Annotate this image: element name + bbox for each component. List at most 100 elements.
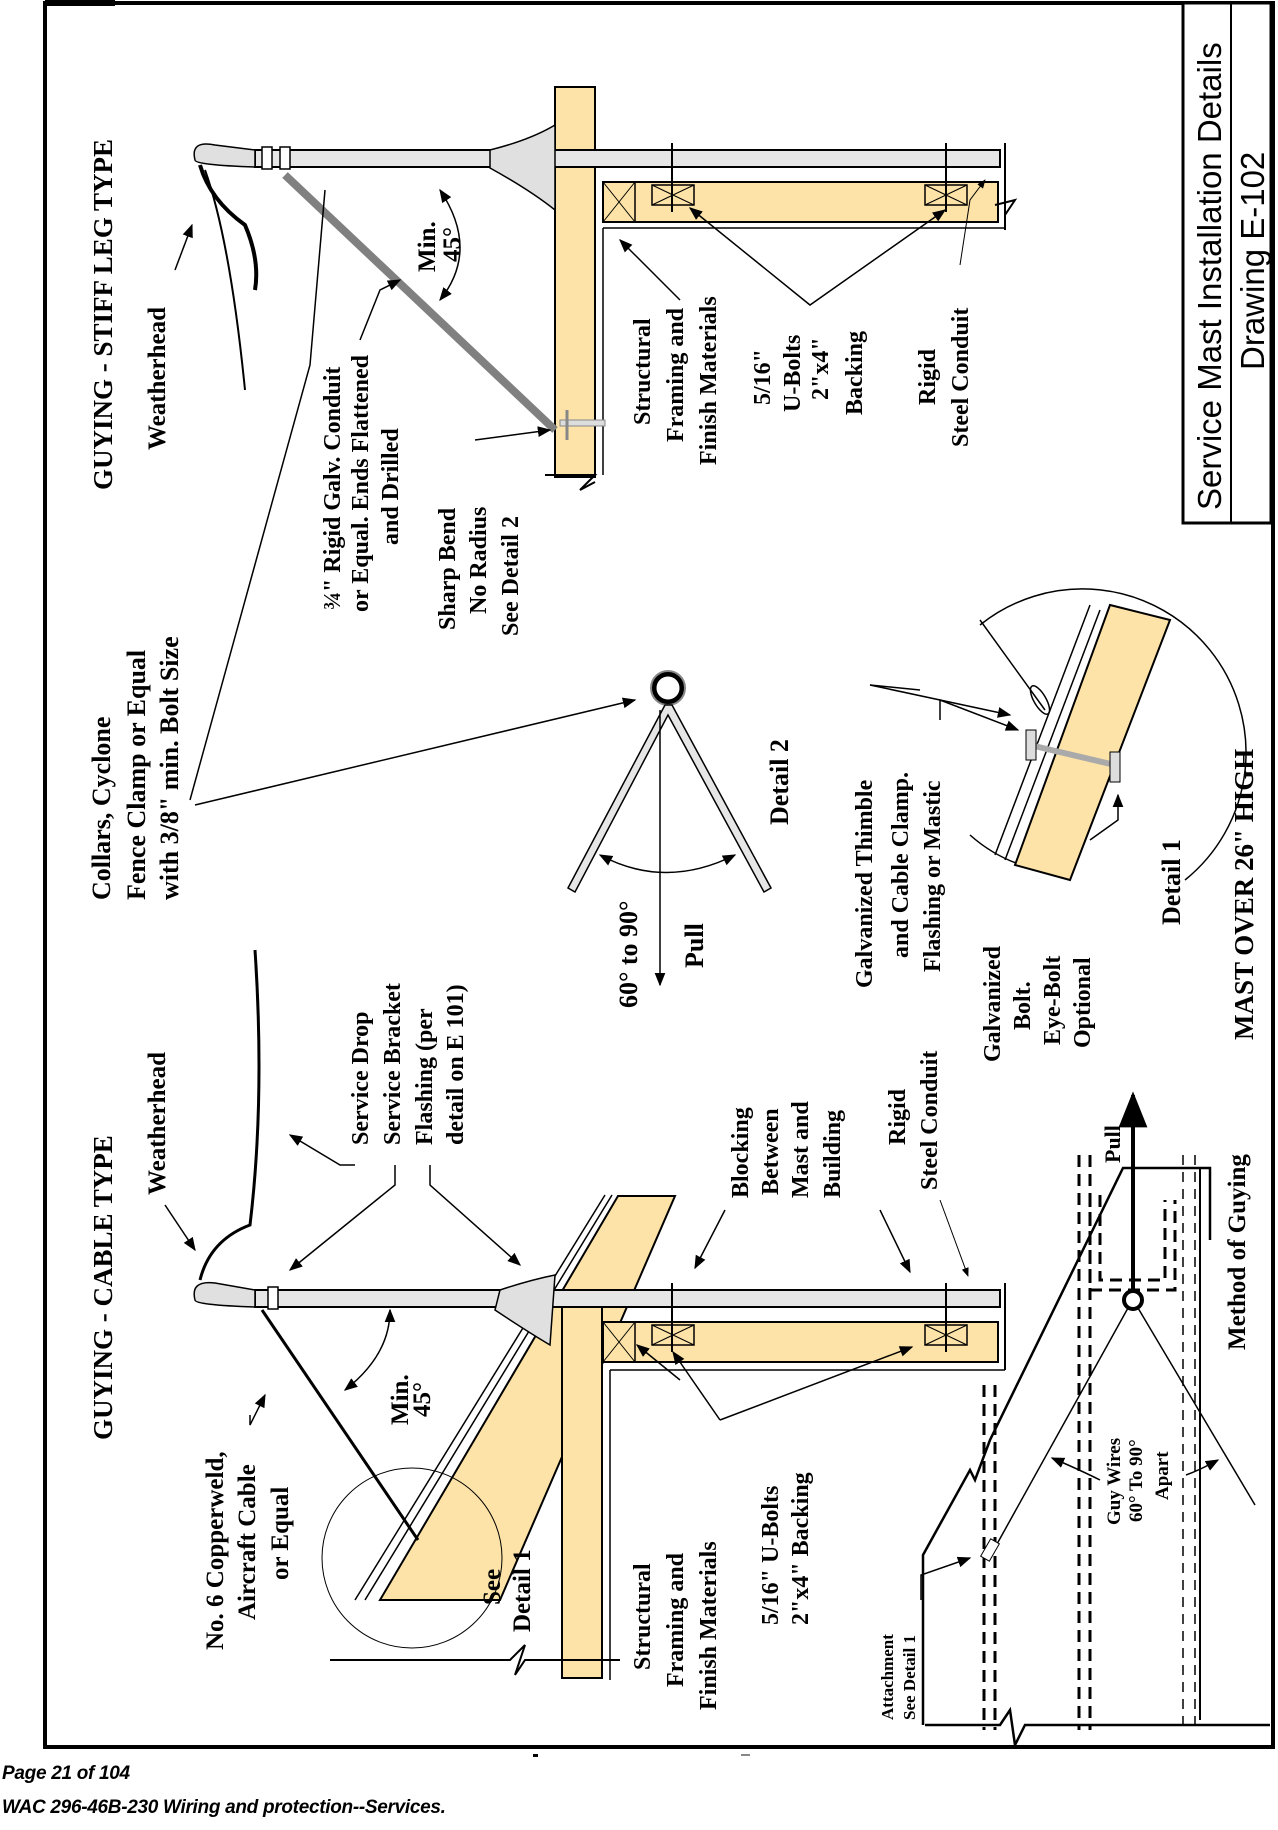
svg-text:Apart: Apart [1152, 1451, 1173, 1500]
sheet-border [43, 1, 1275, 1749]
svg-text:with 3/8" min. Bolt Size: with 3/8" min. Bolt Size [155, 636, 184, 900]
mast-over-label: MAST OVER 26" HIGH [1229, 749, 1259, 1040]
detail1-diagram [869, 588, 1247, 882]
svg-text:Rigid: Rigid [885, 1088, 911, 1145]
svg-text:Service Bracket: Service Bracket [380, 983, 406, 1145]
stiff-leg-conduit [282, 172, 558, 433]
attachment-label: Attachment See Detail 1 [878, 1634, 919, 1720]
svg-text:Flashing or Mastic: Flashing or Mastic [920, 780, 946, 972]
svg-text:See Detail 1: See Detail 1 [900, 1635, 919, 1720]
svg-text:Aircraft Cable: Aircraft Cable [234, 1464, 261, 1620]
svg-text:Structural: Structural [630, 1563, 656, 1670]
svg-text:Framing and: Framing and [663, 307, 689, 442]
stiff-leg-diagram [174, 86, 1018, 806]
svg-text:Eye-Bolt: Eye-Bolt [1040, 956, 1066, 1045]
svg-text:No Radius: No Radius [466, 507, 492, 614]
collars-label: Collars, Cyclone Fence Clamp or Equal wi… [87, 636, 184, 900]
svg-text:Fence Clamp or Equal: Fence Clamp or Equal [122, 650, 151, 900]
cable-mast-pipe [254, 1289, 1001, 1308]
svg-text:Backing: Backing [842, 331, 868, 415]
svg-text:Bolt.: Bolt. [1010, 981, 1036, 1030]
cable-type-diagram [164, 949, 1006, 1680]
mark-right [741, 1754, 750, 1756]
stiff-leg-rigid-label: Rigid Steel Conduit [915, 308, 974, 447]
svg-text:Guy Wires: Guy Wires [1104, 1438, 1125, 1525]
svg-text:Structural: Structural [630, 318, 656, 425]
method-of-guying-diagram [920, 1091, 1270, 1750]
detail2-diagram [566, 670, 773, 987]
svg-text:45°: 45° [409, 1382, 436, 1417]
svg-text:Blocking: Blocking [728, 1107, 754, 1198]
svg-text:45°: 45° [439, 227, 466, 262]
svg-text:Steel Conduit: Steel Conduit [948, 308, 974, 447]
svg-text:Galvanized: Galvanized [980, 945, 1006, 1062]
svg-text:and Cable Clamp.: and Cable Clamp. [888, 772, 914, 958]
svg-text:¾" Rigid Galv. Conduit: ¾" Rigid Galv. Conduit [320, 367, 346, 610]
detail2-angle: 60° to 90° [614, 901, 643, 1008]
svg-text:Detail 1: Detail 1 [509, 1549, 536, 1632]
svg-text:Attachment: Attachment [878, 1634, 897, 1720]
svg-text:U-Bolts: U-Bolts [780, 335, 806, 412]
svg-text:Collars, Cyclone: Collars, Cyclone [87, 717, 116, 900]
svg-text:Galvanized Thimble: Galvanized Thimble [852, 779, 878, 988]
svg-text:and Drilled: and Drilled [378, 428, 404, 545]
svg-text:or Equal. Ends Flattened: or Equal. Ends Flattened [348, 354, 374, 612]
sharp-bend-label: Sharp Bend No Radius See Detail 2 [435, 507, 524, 636]
detail2-label: Detail 2 [765, 739, 794, 825]
stiff-leg-weatherhead-label: Weatherhead [144, 307, 171, 450]
cable-rigid-label: Rigid Steel Conduit [885, 1051, 943, 1190]
copperweld-label: No. 6 Copperweld, Aircraft Cable or Equa… [202, 1451, 294, 1650]
cable-structural-label: Structural Framing and Finish Materials [630, 1541, 722, 1710]
svg-text:2"x4": 2"x4" [808, 337, 834, 400]
cable-min-angle: Min. 45° [387, 1374, 436, 1425]
stiff-leg-heading: GUYING - STIFF LEG TYPE [88, 139, 118, 490]
svg-text:Mast and: Mast and [788, 1101, 814, 1198]
stiff-leg-min-angle: Min. 45° [414, 221, 466, 272]
cable-type-weatherhead-label: Weatherhead [144, 1052, 171, 1195]
mast-pipe [254, 149, 1001, 168]
title-block: Service Mast Installation Details Drawin… [1181, 1, 1273, 525]
svg-text:Framing and: Framing and [663, 1552, 689, 1687]
svg-text:Steel Conduit: Steel Conduit [917, 1051, 943, 1190]
page-number: Page 21 of 104 [2, 1763, 130, 1784]
svg-text:See: See [479, 1569, 506, 1605]
conduit-leg-label: ¾" Rigid Galv. Conduit or Equal. Ends Fl… [320, 354, 404, 612]
blocking-label: Blocking Between Mast and Building [728, 1101, 846, 1198]
svg-text:Optional: Optional [1070, 957, 1096, 1048]
mark-left [533, 1754, 538, 1757]
svg-text:2"x4" Backing: 2"x4" Backing [788, 1472, 814, 1625]
svg-text:Between: Between [758, 1108, 784, 1195]
service-drop-label: Service Drop Service Bracket Flashing (p… [348, 983, 469, 1145]
svg-text:60° To 90°: 60° To 90° [1126, 1439, 1147, 1522]
document-reference: WAC 296-46B-230 Wiring and protection--S… [2, 1797, 446, 1818]
stiff-leg-ubolts-label: 5/16" U-Bolts 2"x4" Backing [750, 331, 868, 415]
detail1-bolt-label: Galvanized Bolt. Eye-Bolt Optional [980, 945, 1096, 1062]
svg-text:5/16" U-Bolts: 5/16" U-Bolts [758, 1486, 784, 1625]
detail1-label: Detail 1 [1157, 839, 1186, 925]
svg-text:Min.: Min. [387, 1374, 414, 1425]
detail1-thimble-label: Galvanized Thimble and Cable Clamp. Flas… [852, 772, 946, 988]
svg-text:See Detail 2: See Detail 2 [498, 516, 524, 636]
stiff-leg-structural-label: Structural Framing and Finish Materials [630, 296, 722, 465]
drawing-title: Service Mast Installation Details [1191, 42, 1228, 510]
cable-type-heading: GUYING - CABLE TYPE [88, 1135, 118, 1440]
method-of-guying-label: Method of Guying [1224, 1154, 1251, 1350]
method-pull-label: Pull [1100, 1125, 1125, 1163]
svg-text:detail on E 101): detail on E 101) [443, 984, 469, 1145]
svg-text:No. 6 Copperweld,: No. 6 Copperweld, [202, 1451, 229, 1650]
see-detail1-label: See Detail 1 [479, 1549, 536, 1632]
svg-text:Service Drop: Service Drop [348, 1011, 374, 1145]
svg-text:Rigid: Rigid [915, 348, 941, 405]
guy-wires-label: Guy Wires 60° To 90° Apart [1104, 1438, 1173, 1525]
svg-text:Flashing (per: Flashing (per [412, 1008, 438, 1145]
guy-cable [260, 1309, 420, 1541]
svg-text:Min.: Min. [414, 221, 441, 272]
svg-text:Finish Materials: Finish Materials [696, 1541, 722, 1710]
drawing-number: Drawing E-102 [1234, 152, 1271, 370]
detail2-pull: Pull [680, 923, 709, 968]
svg-text:or Equal: or Equal [267, 1487, 294, 1580]
svg-text:Building: Building [820, 1110, 846, 1198]
svg-text:Sharp Bend: Sharp Bend [435, 507, 461, 630]
svg-text:5/16": 5/16" [750, 349, 776, 405]
svg-text:Finish Materials: Finish Materials [696, 296, 722, 465]
